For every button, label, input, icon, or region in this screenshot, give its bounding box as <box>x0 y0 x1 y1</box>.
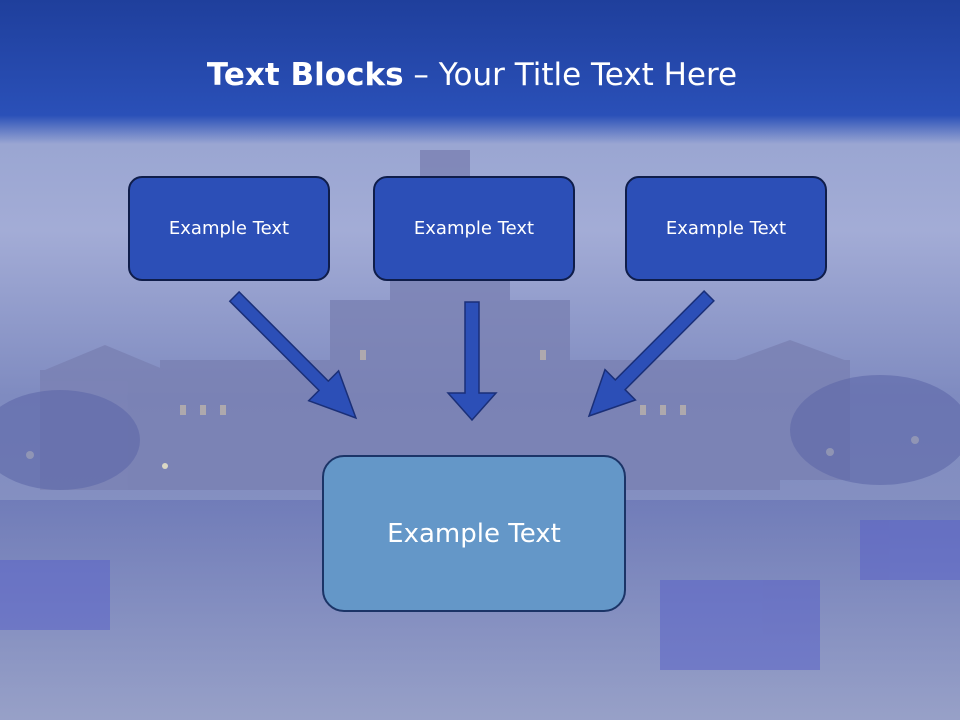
text-block-center-label: Example Text <box>413 218 535 239</box>
text-block-center[interactable]: Example Text <box>373 176 575 281</box>
title-bold-text: Text Blocks <box>206 57 404 93</box>
text-block-main[interactable]: Example Text <box>322 455 626 612</box>
text-block-main-label: Example Text <box>387 518 561 549</box>
arrow-center-icon <box>446 301 498 422</box>
text-block-right[interactable]: Example Text <box>625 176 827 281</box>
text-block-left-label: Example Text <box>168 218 290 239</box>
slide-title: Text Blocks – Your Title Text Here <box>0 48 944 102</box>
text-block-right-label: Example Text <box>665 218 787 239</box>
title-dash: – <box>403 57 439 93</box>
text-block-left[interactable]: Example Text <box>128 176 330 281</box>
title-rest-text: Your Title Text Here <box>438 57 738 93</box>
arrow-right-icon <box>587 290 715 418</box>
arrow-left-icon <box>228 290 358 420</box>
